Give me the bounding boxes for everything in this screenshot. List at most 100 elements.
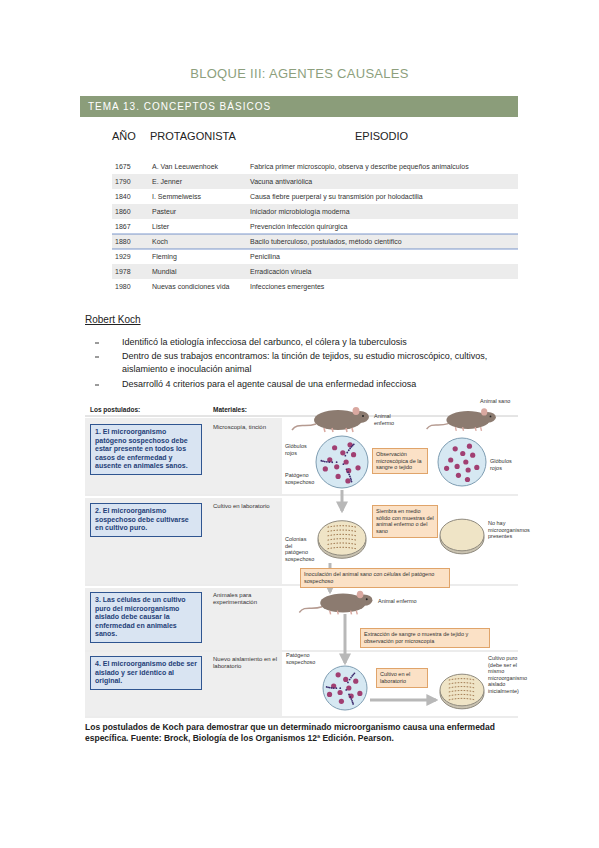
row-band xyxy=(85,418,282,494)
material-text: Cultivo en laboratorio xyxy=(213,503,279,510)
pathogen-dot xyxy=(350,698,352,700)
figure-label: Cultivo puro (debe ser el mismo microorg… xyxy=(488,655,522,695)
colony-streak xyxy=(328,539,357,541)
pathogen-dot xyxy=(348,449,350,451)
bullet-dash xyxy=(95,343,99,344)
red-cell xyxy=(327,457,332,462)
postulate-box: 1. El microorganismo patógeno sospechoso… xyxy=(90,424,202,475)
table-cell: 1980 xyxy=(115,282,150,291)
figure-label: Patógeno sospechoso xyxy=(286,652,326,665)
table-cell: 1860 xyxy=(115,207,150,216)
pathogen-dot xyxy=(320,460,322,462)
mouse-eye xyxy=(362,415,364,417)
bullet-dash xyxy=(95,357,99,358)
red-cell xyxy=(466,467,471,472)
table-grid xyxy=(112,174,518,279)
mouse-leg xyxy=(337,611,339,615)
colony-streak xyxy=(328,530,357,532)
table-cell: Koch xyxy=(152,237,247,246)
pathogen-dot xyxy=(344,455,346,457)
figure-label: Animal sano xyxy=(480,398,520,405)
red-cell xyxy=(340,450,345,455)
material-text: Microscopía, tinción xyxy=(213,424,279,431)
microscope-field xyxy=(438,438,486,486)
pathogen-dot xyxy=(331,461,333,463)
table-cell: 1929 xyxy=(115,252,150,261)
pathogen-dot xyxy=(328,461,330,463)
pathogen-dot xyxy=(349,447,351,449)
row-band xyxy=(85,498,282,584)
pathogen-dot xyxy=(326,461,328,463)
colony-streak xyxy=(449,679,475,681)
section-heading: Robert Koch xyxy=(85,314,235,325)
column-heading: Materiales: xyxy=(213,406,279,413)
pathogen-dot xyxy=(347,681,349,683)
red-cell xyxy=(345,478,350,483)
mouse-leg xyxy=(332,428,333,432)
mouse-leg xyxy=(455,427,457,431)
table-cell: E. Jenner xyxy=(152,177,247,186)
figure-label: Animal enfermo xyxy=(378,598,424,605)
pathogen-dot xyxy=(347,471,349,473)
red-cell xyxy=(343,677,348,682)
microscope-field xyxy=(323,666,367,710)
box-text: Siembra en medio sólido con muestras del… xyxy=(376,508,434,534)
table-cell: Nuevas condiciones vida xyxy=(152,282,247,291)
red-cell xyxy=(353,679,358,684)
table-cell: Fleming xyxy=(152,252,247,261)
pathogen-dot xyxy=(339,687,341,689)
mouse-leg xyxy=(480,427,482,431)
row-rule xyxy=(112,234,518,235)
row-band xyxy=(85,652,282,716)
red-cell xyxy=(351,452,356,457)
red-cell xyxy=(339,699,344,704)
table-cell: Causa fiebre puerperal y su transmisión … xyxy=(250,192,518,201)
red-cell xyxy=(444,466,449,471)
table-cell: 1867 xyxy=(115,222,150,231)
pathogen-dot xyxy=(335,687,337,689)
table-cell: 1675 xyxy=(115,162,150,171)
mouse xyxy=(292,407,369,432)
material-text: Nuevo aislamiento en el laboratorio xyxy=(213,656,279,670)
pathogen-dot xyxy=(349,696,351,698)
colony-streak xyxy=(449,687,475,689)
red-cell xyxy=(334,464,339,469)
pathogen-dot xyxy=(353,443,355,445)
red-cell xyxy=(331,683,336,688)
table-cell: Penicilina xyxy=(250,252,518,261)
table-header: EPISODIO xyxy=(355,130,435,142)
table-cell: 1790 xyxy=(115,177,150,186)
postulate-box: 3. Las células de un cultivo puro del mi… xyxy=(90,592,202,643)
table-cell: Lister xyxy=(152,222,247,231)
figure-shape xyxy=(323,666,367,710)
red-cell xyxy=(465,477,470,482)
pathogen-dot xyxy=(350,677,352,679)
table-row-shade xyxy=(112,264,518,279)
row-band xyxy=(85,588,282,650)
pathogen-dot xyxy=(349,679,351,681)
pathogen-dot xyxy=(331,687,333,689)
box-text: 4. El microorganismo debe ser aislado y … xyxy=(95,660,197,686)
red-cell xyxy=(347,442,352,447)
colony-streak xyxy=(449,690,475,692)
box-text: Observación microscópica de la sangre o … xyxy=(376,451,424,471)
row-divider xyxy=(85,717,518,718)
red-cell xyxy=(327,692,332,697)
petri-dish xyxy=(318,521,366,559)
pathogen-dot xyxy=(349,476,351,478)
mouse-leg xyxy=(356,611,358,615)
pathogen-dot xyxy=(350,477,352,479)
mouse xyxy=(427,408,496,431)
table-cell: Erradicación viruela xyxy=(250,267,518,276)
mouse-ear xyxy=(357,591,364,599)
colony-streak xyxy=(328,543,357,545)
colony-streak xyxy=(449,694,475,696)
pathogen-dot xyxy=(350,446,352,448)
box-text: TEMA 13. CONCEPTOS BÁSICOS xyxy=(88,101,510,112)
red-cell xyxy=(344,459,349,464)
red-cell xyxy=(467,444,472,449)
material-text: Animales para experimentación xyxy=(213,592,279,606)
table-cell: I. Semmelweiss xyxy=(152,192,247,201)
figure-shape xyxy=(440,674,484,706)
mouse-eye xyxy=(490,416,492,418)
